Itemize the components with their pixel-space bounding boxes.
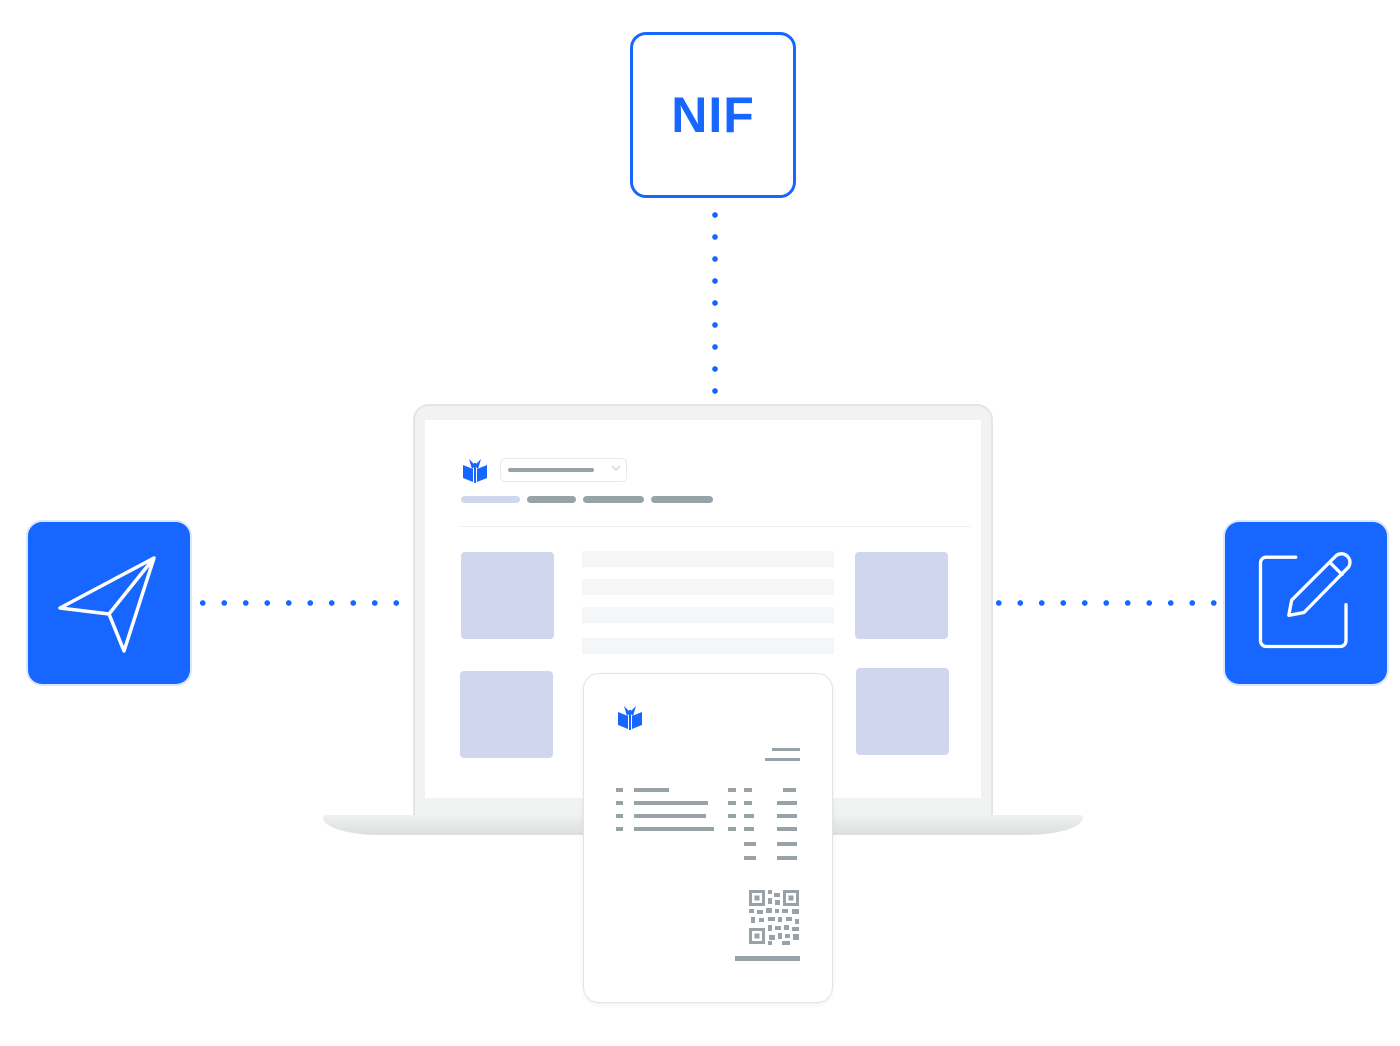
connector-send-laptop [192, 599, 417, 607]
nif-label: NIF [671, 87, 755, 143]
edit-icon [1258, 552, 1352, 649]
tab[interactable] [583, 496, 644, 503]
content-row [582, 607, 834, 623]
dropdown-placeholder-line [508, 468, 594, 472]
content-card [461, 552, 554, 639]
content-row [582, 551, 834, 567]
send-icon [58, 556, 156, 653]
content-card [856, 668, 949, 755]
send-tile [28, 522, 190, 684]
content-row [582, 579, 834, 595]
tab[interactable] [527, 496, 576, 503]
tab[interactable] [651, 496, 713, 503]
logo-icon [463, 459, 487, 483]
receipt-logo-icon [618, 706, 642, 730]
content-row [582, 638, 834, 654]
edit-tile [1225, 522, 1387, 684]
screen-dropdown[interactable] [500, 458, 627, 482]
header-divider [460, 526, 970, 527]
content-card [460, 671, 553, 758]
qr-code-icon [749, 890, 799, 945]
content-card [855, 552, 948, 639]
chevron-down-icon [611, 465, 621, 471]
connector-nif-laptop [711, 204, 719, 404]
receipt [583, 673, 833, 1003]
connector-edit-laptop [988, 599, 1228, 607]
tab-active[interactable] [461, 496, 520, 503]
nif-box: NIF [630, 32, 796, 198]
